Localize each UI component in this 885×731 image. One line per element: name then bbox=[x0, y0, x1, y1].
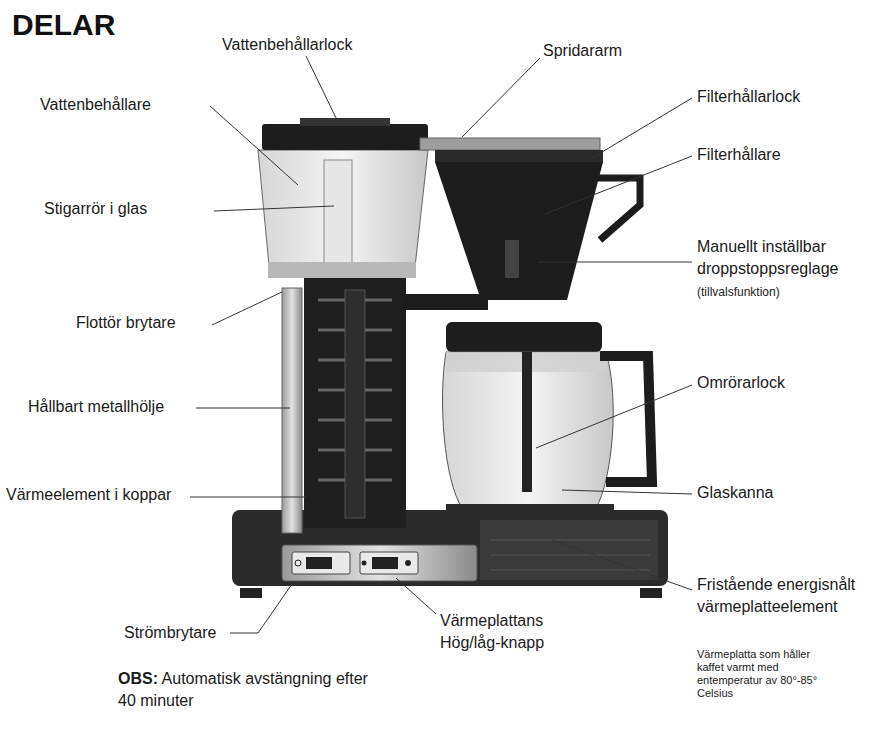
illustration-part bbox=[362, 561, 367, 566]
illustration-part bbox=[396, 578, 436, 614]
illustration-part bbox=[300, 118, 390, 126]
part-label: Värmeplatta som håller kaffet varmt med … bbox=[697, 648, 829, 700]
illustration-part bbox=[405, 560, 411, 566]
illustration-part bbox=[306, 557, 332, 569]
illustration-part bbox=[295, 560, 301, 566]
illustration-part bbox=[443, 352, 614, 508]
illustration-part bbox=[258, 150, 428, 276]
illustration-part bbox=[538, 262, 692, 263]
illustration-part bbox=[212, 292, 282, 325]
illustration-part bbox=[230, 584, 292, 633]
illustration-part bbox=[435, 150, 603, 162]
illustration-part bbox=[490, 540, 650, 541]
illustration-part bbox=[505, 240, 519, 278]
illustration-part bbox=[536, 385, 692, 448]
illustration-part bbox=[480, 520, 658, 580]
illustration-part bbox=[372, 557, 398, 569]
illustration-part bbox=[345, 290, 365, 518]
part-label: Vattenbehållare bbox=[40, 94, 151, 116]
illustration-part bbox=[435, 162, 603, 300]
illustration-part bbox=[268, 262, 416, 278]
diagram-title: DELAR bbox=[12, 8, 115, 42]
note-prefix: OBS: bbox=[118, 670, 158, 687]
illustration-part bbox=[640, 588, 662, 598]
illustration-part bbox=[490, 555, 650, 556]
illustration-part bbox=[210, 106, 298, 185]
illustration-part bbox=[214, 206, 334, 211]
illustration-part bbox=[446, 322, 602, 352]
part-label: Vattenbehållarlock bbox=[222, 34, 352, 56]
illustration-part bbox=[196, 408, 290, 409]
part-label: Strömbrytare bbox=[124, 622, 216, 644]
illustration-part bbox=[240, 588, 262, 598]
part-label: Värmeelement i koppar bbox=[6, 484, 171, 506]
part-label: (tillvalsfunktion) bbox=[697, 284, 780, 300]
part-label: Manuellt inställbar droppstoppsreglage bbox=[697, 236, 875, 280]
part-label: Värmeplattans Hög/låg-knapp bbox=[440, 610, 600, 654]
illustration-part bbox=[420, 138, 600, 150]
illustration-part bbox=[282, 545, 477, 581]
illustration-part bbox=[292, 552, 350, 574]
illustration-part bbox=[262, 124, 428, 150]
illustration-part bbox=[190, 497, 306, 498]
illustration-part bbox=[282, 288, 302, 533]
illustration-part bbox=[522, 352, 532, 492]
part-label: Stigarrör i glas bbox=[44, 198, 147, 220]
part-label: Flottör brytare bbox=[76, 312, 176, 334]
illustration-part bbox=[592, 98, 692, 158]
illustration-part bbox=[490, 570, 650, 571]
illustration-part bbox=[360, 552, 418, 574]
illustration-part bbox=[552, 540, 692, 590]
part-label: Glaskanna bbox=[697, 482, 774, 504]
part-label: Filterhållarlock bbox=[697, 86, 800, 108]
illustration-part bbox=[545, 156, 692, 214]
illustration-part bbox=[190, 56, 692, 633]
part-label: Filterhållare bbox=[697, 144, 781, 166]
illustration-part bbox=[462, 58, 540, 137]
illustration-part bbox=[446, 504, 614, 518]
illustration-part bbox=[304, 278, 406, 528]
part-label: Hållbart metallhölje bbox=[28, 396, 164, 418]
part-label: Spridararm bbox=[543, 40, 622, 62]
illustration-part bbox=[404, 294, 488, 310]
illustration-part bbox=[598, 178, 640, 240]
illustration-part bbox=[562, 490, 692, 494]
note-block: OBS: Automatisk avstängning efter 40 min… bbox=[118, 668, 380, 712]
illustration-part bbox=[324, 160, 352, 272]
part-label: Omrörarlock bbox=[697, 372, 785, 394]
part-label: Fristående energisnålt värmeplatteelemen… bbox=[697, 574, 869, 618]
illustration-part bbox=[306, 56, 338, 122]
